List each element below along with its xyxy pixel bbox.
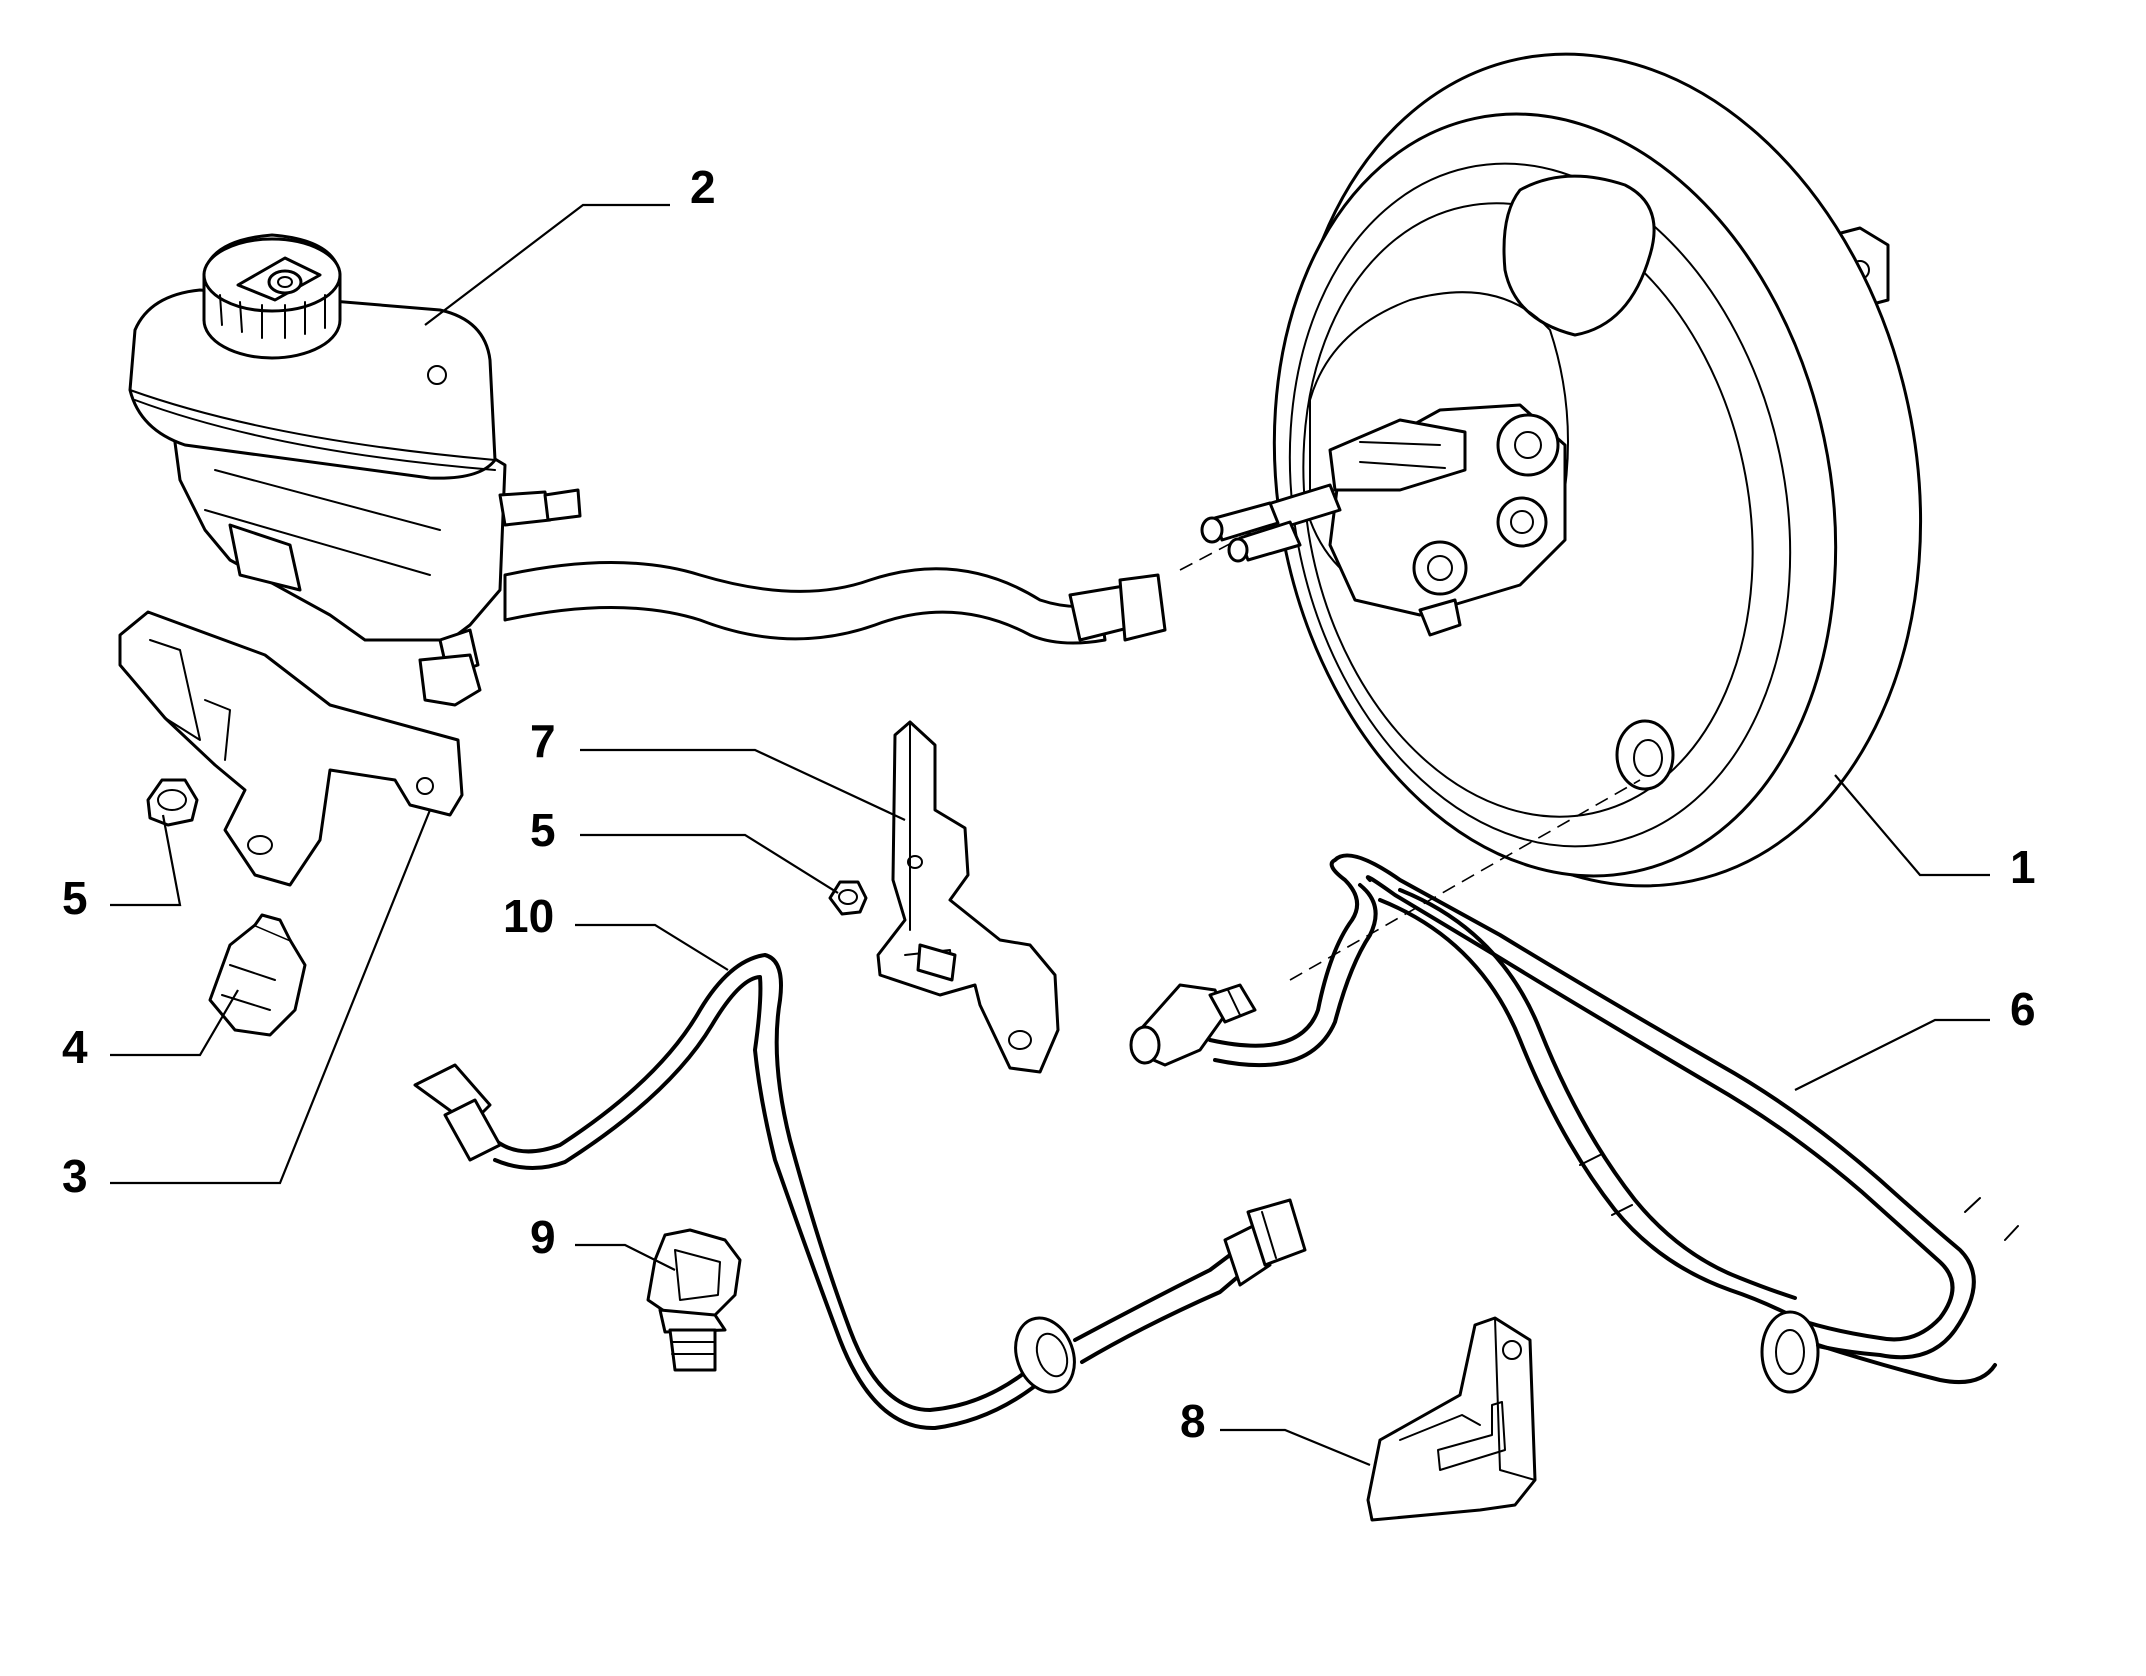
part-8-bracket	[1366, 1316, 1537, 1522]
leader-8	[1220, 1428, 1371, 1467]
part-5-nut-middle	[828, 880, 868, 916]
part-10-sensor-cable	[413, 953, 1307, 1431]
part-2-brake-fluid-reservoir	[128, 233, 1167, 707]
part-1-brake-booster	[1200, 52, 1923, 888]
part-4-clip	[208, 913, 307, 1037]
callout-8: 8	[1180, 1395, 1206, 1447]
leader-1	[1834, 774, 1990, 877]
assembly-line-booster-pipe	[1179, 527, 1261, 571]
leader-9	[575, 1243, 676, 1271]
callout-6: 6	[2010, 983, 2036, 1035]
leader-2	[424, 203, 670, 326]
part-6-vacuum-hose	[1129, 853, 2019, 1394]
leader-5a	[110, 814, 182, 907]
leader-3	[110, 809, 432, 1185]
callout-9: 9	[530, 1211, 556, 1263]
part-5-nut-left	[146, 778, 199, 827]
leader-5b	[580, 833, 839, 894]
callout-10: 10	[503, 890, 554, 942]
callout-1: 1	[2010, 841, 2036, 893]
leader-7	[580, 748, 906, 821]
callout-7: 7	[530, 715, 556, 767]
callout-4: 4	[62, 1021, 88, 1073]
part-9-clip	[646, 1228, 742, 1372]
callout-2: 2	[690, 161, 716, 213]
callout-5-middle: 5	[530, 804, 556, 856]
leader-6	[1794, 1018, 1990, 1091]
leader-4	[110, 989, 239, 1057]
assembly-line-booster-hose	[1289, 779, 1641, 981]
part-3-reservoir-bracket	[118, 610, 464, 887]
leader-10	[575, 923, 729, 971]
part-7-bracket	[876, 720, 1060, 1074]
callout-5-left: 5	[62, 872, 88, 924]
callout-3: 3	[62, 1150, 88, 1202]
